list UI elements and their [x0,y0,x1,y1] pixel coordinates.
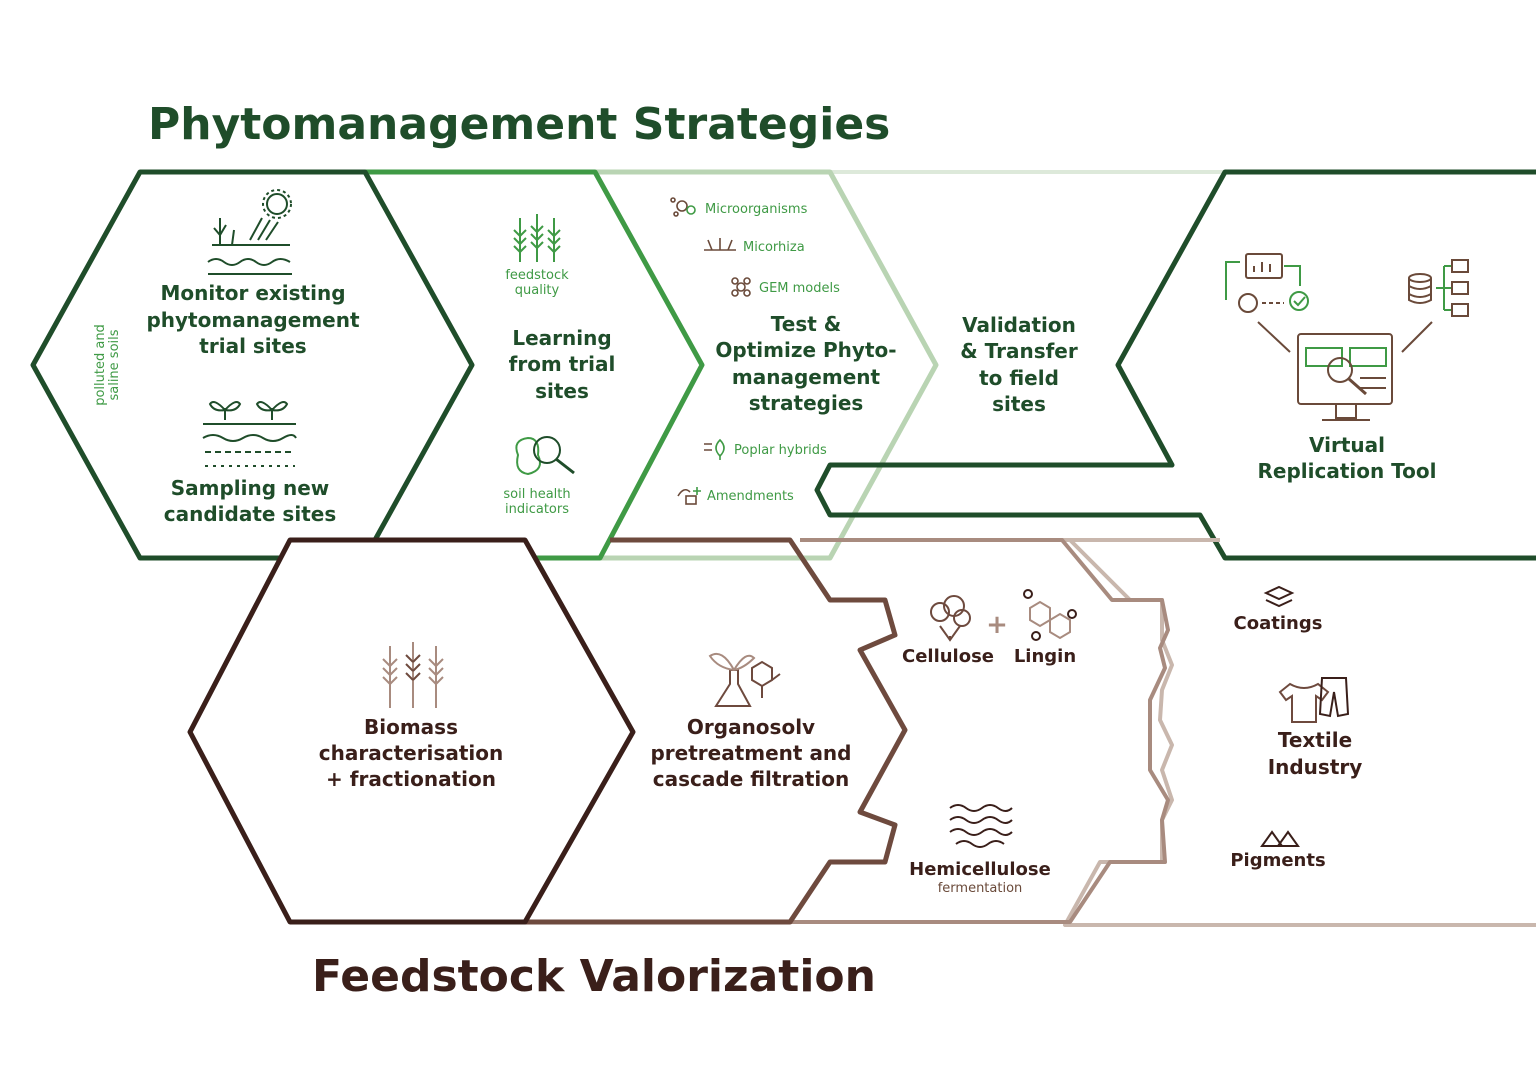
biomass-label: Biomass characterisation + fractionation [319,715,503,791]
sprouts-soil-icon [202,401,297,467]
plus-sign: + [986,610,1008,640]
virtual-line-2: Replication Tool [1257,459,1436,483]
biomass-line-2: characterisation [319,741,503,765]
sampling-line-1: Sampling new [171,476,330,500]
side-label-line-1: polluted and [93,324,108,406]
test-line-2: Optimize Phyto- [715,338,896,362]
virtual-label: Virtual Replication Tool [1257,433,1436,483]
hex-learning [360,169,705,561]
textile-line-2: Industry [1268,755,1363,779]
learning-line-2: from trial [509,352,616,376]
poplar-leaf-icon [704,438,725,460]
feedstock-quality-label: feedstock quality [505,268,569,298]
shape-virtual-replication [814,169,1536,561]
label-hemicellulose: Hemicellulose [909,859,1051,880]
textile-clothes-icon [1278,677,1350,723]
title-feedstock-valorization: Feedstock Valorization [312,951,876,1002]
organosolv-line-1: Organosolv [687,715,815,739]
feedstock-quality-line-2: quality [515,283,560,298]
virtual-line-1: Virtual [1309,433,1385,457]
hemicellulose-fiber-icon [949,804,1013,848]
test-label: Test & Optimize Phyto- management strate… [715,312,896,415]
label-coatings: Coatings [1234,613,1323,634]
soil-magnifier-icon [515,436,575,476]
flask-molecule-icon [708,652,781,707]
validation-line-4: sites [992,392,1046,416]
validation-line-2: & Transfer [960,339,1078,363]
hex-organosolv [520,537,908,925]
title-phytomanagement: Phytomanagement Strategies [148,99,890,150]
coatings-layers-icon [1263,585,1295,608]
side-label-soils: polluted and saline soils [93,324,122,406]
panel-fractions [790,538,1170,924]
item-gem-models: GEM models [759,281,840,296]
validation-line-1: Validation [962,313,1076,337]
analytics-workflow-icon [1225,253,1309,313]
biomass-line-3: + fractionation [326,767,496,791]
monitor-line-1: Monitor existing [160,281,345,305]
biomass-line-1: Biomass [364,715,458,739]
monitor-line-2: phytomanagement [146,308,359,332]
pigments-icon [1260,830,1300,847]
amendments-icon [677,487,701,505]
micorhiza-icon [704,238,736,251]
gem-models-icon [731,277,751,297]
monitor-line-3: trial sites [199,334,306,358]
textile-line-1: Textile [1278,728,1352,752]
computer-magnifier-icon [1257,321,1433,421]
item-poplar-hybrids: Poplar hybrids [734,443,827,458]
hex-biomass [187,537,636,925]
microorganisms-icon [670,197,696,217]
organosolv-line-2: pretreatment and [650,741,851,765]
validation-label: Validation & Transfer to field sites [960,313,1078,416]
soil-health-line-1: soil health [503,487,570,502]
item-micorhiza: Micorhiza [743,240,805,255]
textile-label: Textile Industry [1268,728,1363,779]
field-sun-icon [207,189,292,275]
sampling-line-2: candidate sites [164,502,336,526]
label-lignin: Lingin [1014,646,1076,667]
soil-health-label: soil health indicators [503,487,570,517]
learning-line-3: sites [535,379,589,403]
organosolv-line-3: cascade filtration [653,767,849,791]
sampling-label: Sampling new candidate sites [164,476,336,526]
label-cellulose: Cellulose [902,646,994,667]
test-line-4: strategies [749,391,864,415]
test-line-1: Test & [771,312,841,336]
wheat-brown-icon [382,642,444,708]
item-microorganisms: Microorganisms [705,202,808,217]
wheat-icon [513,214,561,262]
organosolv-label: Organosolv pretreatment and cascade filt… [650,715,851,791]
label-fermentation: fermentation [938,881,1023,896]
hex-test-optimize [592,169,939,561]
validation-line-3: to field [979,366,1059,390]
label-pigments: Pigments [1230,850,1325,871]
learning-line-1: Learning [512,326,611,350]
cotton-icon [930,595,971,642]
test-line-3: management [732,365,881,389]
learning-label: Learning from trial sites [509,326,616,403]
lignin-molecule-icon [1023,589,1077,641]
database-icon [1408,259,1469,317]
feedstock-quality-line-1: feedstock [505,268,569,283]
soil-health-line-2: indicators [505,502,569,517]
side-label-line-2: saline soils [107,329,122,400]
monitor-label: Monitor existing phytomanagement trial s… [146,281,359,358]
item-amendments: Amendments [707,489,794,504]
